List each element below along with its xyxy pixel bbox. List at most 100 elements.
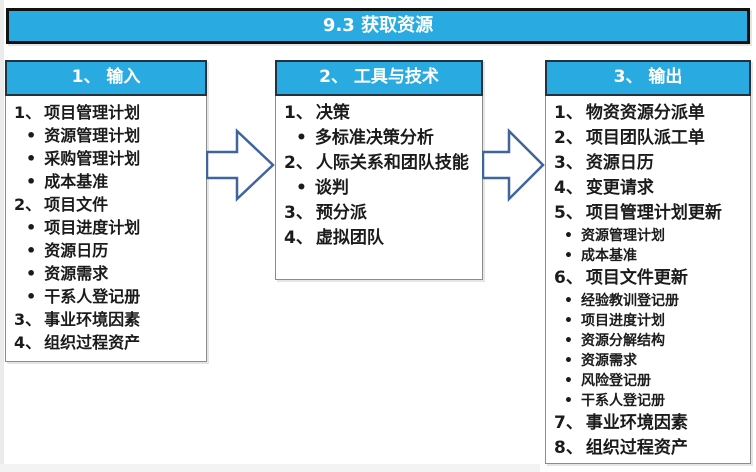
item-marker: 7、 <box>554 413 583 433</box>
item-text: 项目文件 <box>44 195 109 214</box>
process-title: 9.3 获取资源 <box>322 15 434 36</box>
item-text: 采购管理计划 <box>44 149 141 168</box>
list-item: •项目进度计划 <box>10 216 204 239</box>
item-marker: 1、 <box>284 103 313 123</box>
bullet-marker: • <box>26 241 37 260</box>
item-text: 干系人登记册 <box>580 393 665 409</box>
list-item: • 采购管理计划 <box>10 147 204 170</box>
item-text: 组织过程资产 <box>44 333 141 352</box>
inputs-header: 1、 输入 <box>5 60 207 96</box>
item-text: 资源需求 <box>44 264 109 283</box>
item-marker: 3、 <box>14 310 42 329</box>
item-text: 资源管理计划 <box>44 126 141 145</box>
list-item: • 资源管理计划 <box>550 226 748 246</box>
list-item: • 干系人登记册 <box>10 285 204 308</box>
list-item: • 经验教训登记册 <box>550 291 748 311</box>
list-item: 3、事业环境因素 <box>10 308 204 331</box>
item-text: 项目管理计划更新 <box>585 203 722 223</box>
item-marker: 2、 <box>284 153 313 173</box>
item-marker: 4、 <box>554 178 583 198</box>
bullet-marker: • <box>564 313 573 329</box>
bullet-marker: • <box>564 293 573 309</box>
item-marker: 8、 <box>554 438 583 458</box>
list-item: 4、组织过程资产 <box>10 331 204 354</box>
outputs-header: 3、 输出 <box>545 60 751 96</box>
inputs-list-box: 1、项目管理计划 •资源管理计划 •采购管理计划 •成本基准 2、项目文件 •项… <box>5 96 207 362</box>
list-item: 1、决策 <box>280 101 480 126</box>
item-text: 资源分解结构 <box>580 333 665 349</box>
list-item: 3、预分派 <box>280 201 480 226</box>
arrow-right-icon <box>482 127 545 203</box>
bullet-marker: • <box>296 128 307 148</box>
list-item: • 谈判 <box>280 176 480 201</box>
item-text: 谈判 <box>314 178 349 198</box>
item-marker: 2、 <box>14 195 42 214</box>
page-edge-shadow-bottom <box>0 464 540 472</box>
bullet-marker: • <box>26 126 37 145</box>
list-item: • 项目进度计划 <box>550 311 748 331</box>
item-text: 项目进度计划 <box>580 313 665 329</box>
item-text: 多标准决策分析 <box>314 128 434 148</box>
item-text: 组织过程资产 <box>585 438 688 458</box>
item-text: 资源需求 <box>580 353 637 369</box>
item-marker: 3、 <box>554 153 583 173</box>
list-item: • 多标准决策分析 <box>280 126 480 151</box>
item-text: 资源管理计划 <box>580 228 665 244</box>
tools-list: 1、决策 • 多标准决策分析 2、人际关系和团队技能 • 谈判 3、预分派 4、虚拟… <box>280 101 480 251</box>
list-item: •资源日历 <box>10 239 204 262</box>
arrow-right-icon <box>206 128 275 202</box>
item-marker: 4、 <box>284 228 313 248</box>
bullet-marker: • <box>564 393 573 409</box>
item-text: 成本基准 <box>44 172 109 191</box>
list-item: • 资源需求 <box>550 351 748 371</box>
bullet-marker: • <box>564 228 573 244</box>
item-text: 事业环境因素 <box>44 310 141 329</box>
list-item: • 资源管理计划 <box>10 124 204 147</box>
item-text: 变更请求 <box>585 178 654 198</box>
bullet-marker: • <box>296 178 307 198</box>
list-item: • 资源需求 <box>10 262 204 285</box>
list-item: 3、资源日历 <box>550 151 748 176</box>
item-text: 人际关系和团队技能 <box>315 153 469 173</box>
item-text: 项目进度计划 <box>44 218 141 237</box>
process-title-bar: 9.3 获取资源 <box>6 8 750 44</box>
bullet-marker: • <box>564 333 573 349</box>
list-item: • 成本基准 <box>10 170 204 193</box>
item-text: 风险登记册 <box>580 373 651 389</box>
bullet-marker: • <box>26 287 37 306</box>
item-text: 项目文件更新 <box>585 268 688 288</box>
item-marker: 3、 <box>284 203 313 223</box>
list-item: • 资源分解结构 <box>550 331 748 351</box>
bullet-marker: • <box>564 353 573 369</box>
list-item: 6、项目文件更新 <box>550 266 748 291</box>
inputs-column: 1、 输入 1、项目管理计划 •资源管理计划 •采购管理计划 •成本基准 2、项… <box>5 60 207 362</box>
bullet-marker: • <box>26 172 37 191</box>
list-item: 4、变更请求 <box>550 176 748 201</box>
item-text: 虚拟团队 <box>315 228 384 248</box>
item-text: 经验教训登记册 <box>580 293 679 309</box>
list-item: 1、物资资源分派单 <box>550 101 748 126</box>
tools-header: 2、 工具与技术 <box>275 60 483 96</box>
item-text: 资源日历 <box>585 153 654 173</box>
list-item: 2、人际关系和团队技能 <box>280 151 480 176</box>
bullet-marker: • <box>26 264 37 283</box>
inputs-list: 1、项目管理计划 •资源管理计划 •采购管理计划 •成本基准 2、项目文件 •项… <box>10 101 204 354</box>
outputs-column: 3、 输出 1、物资资源分派单 2、项目团队派工单 3、资源日历 4、变更请求 … <box>545 60 751 464</box>
outputs-list: 1、物资资源分派单 2、项目团队派工单 3、资源日历 4、变更请求 5、项目管理… <box>550 101 748 461</box>
item-text: 决策 <box>315 103 350 123</box>
item-marker: 6、 <box>554 268 583 288</box>
tools-column: 2、 工具与技术 1、决策 • 多标准决策分析 2、人际关系和团队技能 • 谈判 3… <box>275 60 483 280</box>
list-item: 5、项目管理计划更新 <box>550 201 748 226</box>
item-text: 干系人登记册 <box>44 287 141 306</box>
bullet-marker: • <box>26 149 37 168</box>
bullet-marker: • <box>564 373 573 389</box>
item-marker: 1、 <box>554 103 583 123</box>
list-item: • 干系人登记册 <box>550 391 748 411</box>
outputs-list-box: 1、物资资源分派单 2、项目团队派工单 3、资源日历 4、变更请求 5、项目管理… <box>545 96 751 464</box>
tools-list-box: 1、决策 • 多标准决策分析 2、人际关系和团队技能 • 谈判 3、预分派 4、虚拟… <box>275 96 483 280</box>
page-edge-shadow-left <box>0 0 4 472</box>
item-marker: 5、 <box>554 203 583 223</box>
bullet-marker: • <box>564 248 573 264</box>
list-item: •成本基准 <box>550 246 748 266</box>
